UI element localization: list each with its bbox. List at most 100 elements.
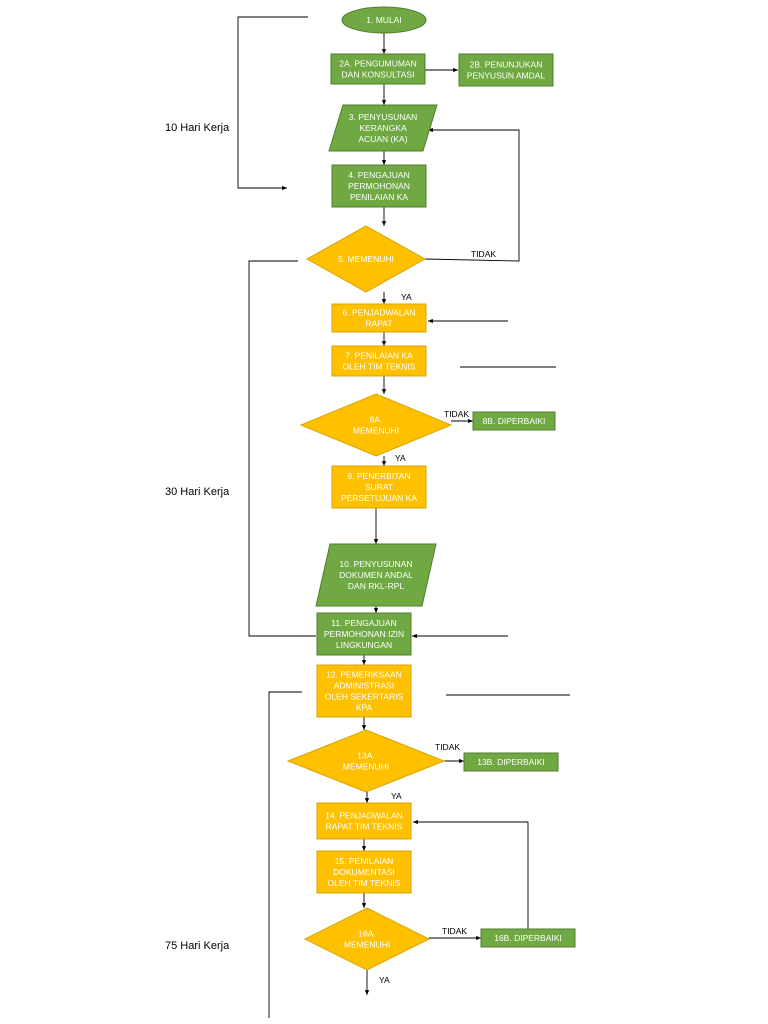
node-shape (305, 225, 427, 293)
node-label: PENILAIAN KA (350, 192, 408, 202)
node-label: PERMOHONAN (348, 181, 410, 191)
node-step-13b: 13B. DIPERBAIKI (463, 752, 559, 772)
node-label: MEMENUHI (353, 426, 399, 436)
node-step-13a: 13A.MEMENUHI (286, 729, 446, 793)
node-shape (316, 850, 412, 894)
node-label: RAPAT TIM TEKNIS (326, 822, 403, 832)
node-label: 8A. (370, 415, 383, 425)
node-shape (286, 729, 446, 793)
node-label: 10. PENYUSUNAN (339, 559, 412, 569)
node-label: DOKUMEN ANDAL (339, 570, 413, 580)
phase-bracket-30-hari (248, 260, 316, 637)
node-label: PERSETUJUAN KA (341, 493, 417, 503)
node-shape (328, 104, 438, 152)
edge-label-l16-ya: YA (379, 975, 390, 985)
node-label: 5. MEMENUHI (338, 254, 394, 264)
node-shape (331, 164, 427, 208)
node-label: ADMINISTRASI (334, 681, 394, 691)
arrow-16b-14 (413, 819, 529, 930)
edge-label-l8-ya: YA (395, 453, 406, 463)
node-shape (331, 465, 427, 509)
node-shape (472, 411, 556, 431)
node-label: 15. PENILAIAN (335, 856, 394, 866)
duration-label-phase3: 75 Hari Kerja (165, 940, 230, 952)
node-label: 3. PENYUSUNAN (349, 112, 418, 122)
node-label: 11. PENGAJUAN (331, 618, 397, 628)
node-step-1: 1. MULAI (341, 6, 427, 34)
node-step-16a: 16A.MEMENUHI (303, 907, 431, 971)
arrow-5-3-tidak (424, 127, 520, 262)
node-label: PERMOHONAN IZIN (324, 629, 404, 639)
node-label: 16B. DIPERBAIKI (494, 933, 562, 943)
node-step-5: 5. MEMENUHI (305, 225, 427, 293)
node-label: PENYUSUN AMDAL (467, 71, 546, 81)
node-label: DAN RKL-RPL (348, 581, 404, 591)
node-label: 14. PENJADWALAN (325, 811, 403, 821)
node-shape (331, 303, 427, 333)
phase-bracket-10-hari (237, 16, 308, 191)
node-label: OLEH TIM TEKNIS (343, 362, 416, 372)
node-label: OLEH TIM TEKNIS (328, 878, 401, 888)
node-shape (341, 6, 427, 34)
node-shape (480, 928, 576, 948)
node-label: 1. MULAI (366, 15, 401, 25)
node-label: DOKUMENTASI (333, 867, 395, 877)
edge-label-l5-ya: YA (401, 292, 412, 302)
node-label: 8B. DIPERBAIKI (483, 416, 546, 426)
node-shape (316, 802, 412, 840)
node-step-16b: 16B. DIPERBAIKI (480, 928, 576, 948)
node-label: 13A. (357, 751, 375, 761)
node-shape (315, 543, 437, 607)
edge-label-l5-tidak: TIDAK (471, 249, 496, 259)
node-step-8b: 8B. DIPERBAIKI (472, 411, 556, 431)
node-label: 2A. PENGUMUMAN (339, 59, 416, 69)
node-label: SURAT (365, 482, 393, 492)
node-step-8a: 8A.MEMENUHI (299, 393, 453, 457)
node-label: 4. PENGAJUAN (348, 170, 409, 180)
edge-label-l16-tidak: TIDAK (442, 926, 467, 936)
node-shape (331, 345, 427, 377)
edge-label-l13-ya: YA (391, 791, 402, 801)
node-label: 9. PENERBITAN (347, 471, 410, 481)
node-label: 16A. (358, 929, 376, 939)
node-label: OLEH SEKERTARIS (325, 692, 404, 702)
edge-label-l8-tidak: TIDAK (444, 409, 469, 419)
duration-label-phase2: 30 Hari Kerja (165, 486, 230, 498)
node-label: MEMENUHI (344, 940, 390, 950)
node-shape (316, 664, 412, 718)
node-label: ACUAN (KA) (358, 134, 407, 144)
node-label: 7. PENILAIAN KA (345, 351, 413, 361)
node-label: 2B. PENUNJUKAN (470, 60, 543, 70)
node-shape (299, 393, 453, 457)
node-label: MEMENUHI (343, 762, 389, 772)
edge-label-l13-tidak: TIDAK (435, 742, 460, 752)
node-label: RAPAT (365, 319, 392, 329)
node-label: KERANGKA (359, 123, 407, 133)
node-shape (463, 752, 559, 772)
duration-label-phase1: 10 Hari Kerja (165, 122, 230, 134)
node-shape (316, 612, 412, 656)
node-shape (330, 53, 426, 85)
node-label: 12. PEMERIKSAAN (326, 670, 402, 680)
node-label: LINGKUNGAN (336, 640, 392, 650)
node-label: KPA (356, 703, 373, 713)
node-label: 6. PENJADWALAN (343, 308, 416, 318)
phase-bracket-75-hari (268, 691, 302, 1018)
node-label: 13B. DIPERBAIKI (477, 757, 545, 767)
node-label: DAN KONSULTASI (342, 70, 415, 80)
node-shape (458, 53, 554, 87)
node-shape (303, 907, 431, 971)
